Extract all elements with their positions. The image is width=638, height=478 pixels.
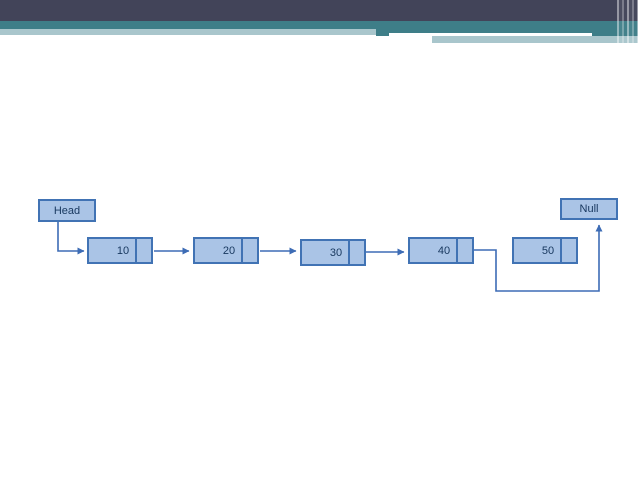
null-box: Null (560, 198, 618, 220)
header-white-accent-line (389, 33, 592, 36)
node-value: 50 (541, 244, 555, 257)
linked-list-node-50: 50 (512, 237, 578, 264)
linked-list-node-10: 10 (87, 237, 153, 264)
linked-list-node-30: 30 (300, 239, 366, 266)
node-value: 10 (116, 244, 130, 257)
header-pale-strip-left (0, 29, 376, 35)
linked-list-node-20: 20 (193, 237, 259, 264)
header-corner-stripes (617, 0, 638, 43)
arrow-head-to-node-10 (57, 221, 85, 255)
head-label: Head (53, 204, 81, 217)
node-pointer-divider (241, 239, 243, 262)
node-value: 20 (222, 244, 236, 257)
header-teal-strip-right (376, 29, 638, 36)
head-pointer-box: Head (38, 199, 96, 222)
node-pointer-divider (348, 241, 350, 264)
node-value: 30 (329, 246, 343, 259)
node-pointer-divider (456, 239, 458, 262)
header-teal-bar (0, 21, 638, 29)
header-pale-strip-right (432, 36, 638, 43)
header-dark-bar (0, 0, 638, 21)
node-pointer-divider (135, 239, 137, 262)
node-pointer-divider (560, 239, 562, 262)
linked-list-node-40: 40 (408, 237, 474, 264)
null-label: Null (579, 203, 599, 215)
node-value: 40 (437, 244, 451, 257)
